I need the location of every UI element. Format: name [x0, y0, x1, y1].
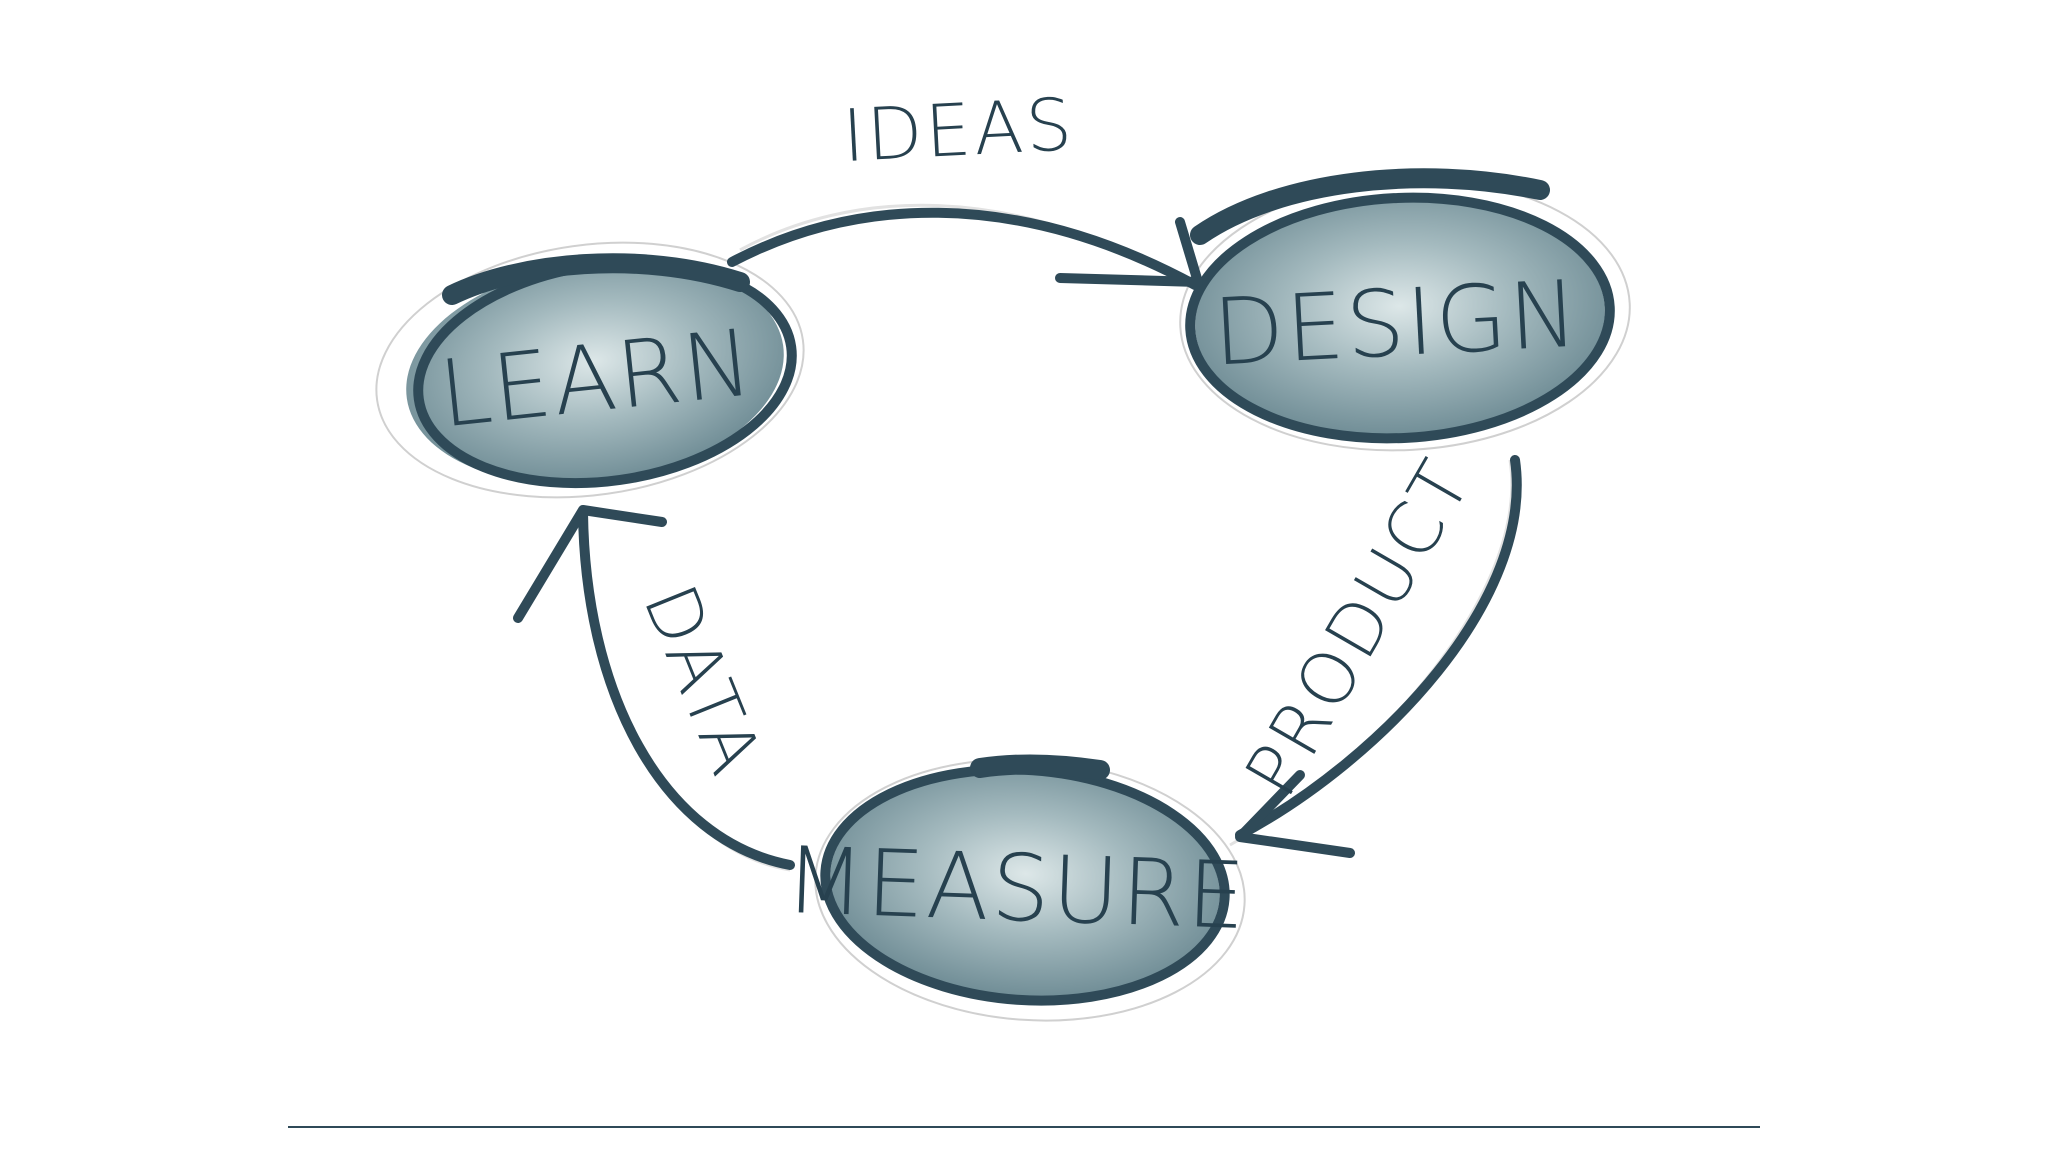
- ideas-arrow: IDEAS: [727, 82, 1203, 290]
- ideas-label: IDEAS: [841, 82, 1077, 178]
- measure-node: MEASURE: [783, 754, 1249, 1022]
- design-node: DESIGN: [1179, 168, 1631, 452]
- learn-node: LEARN: [375, 241, 805, 499]
- data-arrow: DATA: [513, 505, 795, 872]
- measure-label: MEASURE: [783, 827, 1249, 950]
- product-arrow: PRODUCT: [1229, 445, 1522, 858]
- design-label: DESIGN: [1210, 261, 1582, 387]
